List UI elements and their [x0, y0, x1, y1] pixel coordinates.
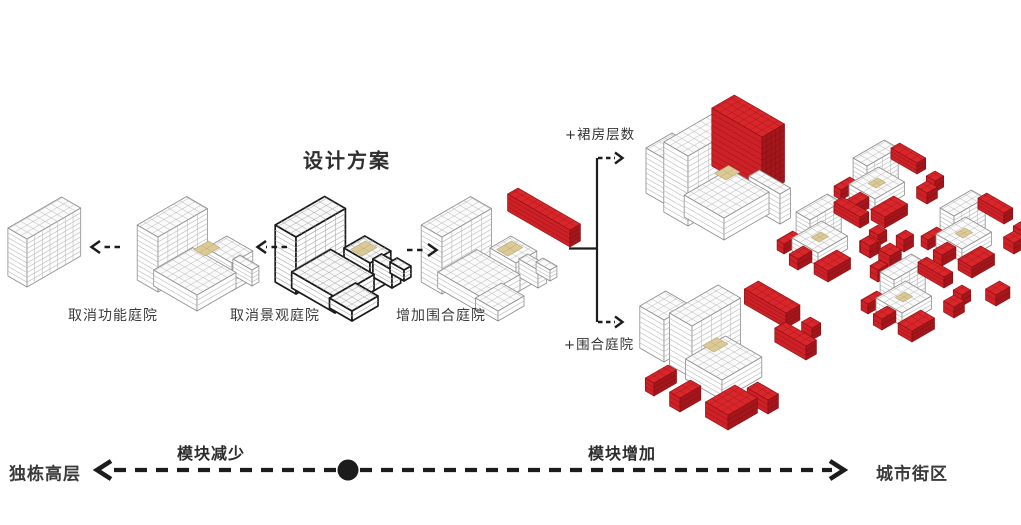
label-axis-urban-block: 城市街区	[876, 464, 948, 485]
arrow-right-1	[407, 242, 439, 258]
branch-connector	[569, 158, 599, 322]
axis-arrow-right	[360, 459, 849, 481]
axis-arrow-left	[92, 459, 336, 481]
building-enclosed-courtyard-result	[639, 280, 822, 431]
diagram-title: 设计方案	[303, 148, 391, 173]
building-urban-block-cluster	[776, 139, 1021, 343]
label-axis-module-increase: 模块增加	[587, 444, 657, 463]
branch-arrow-bottom	[598, 315, 625, 329]
label-axis-module-decrease: 模块减少	[176, 444, 246, 463]
label-branch-enclosed-courtyard: +围合庭院	[563, 337, 635, 353]
label-axis-standalone-highrise: 独栋高层	[9, 464, 81, 485]
arrow-left-1	[89, 239, 120, 255]
building-podium-floors-result	[645, 94, 791, 241]
arrow-left-2	[255, 239, 287, 255]
label-branch-podium-floors: +裙房层数	[564, 127, 636, 143]
building-add-enclosed-courtyard	[420, 187, 581, 322]
label-cancel-landscape-courtyard: 取消景观庭院	[230, 308, 320, 324]
label-cancel-functional-courtyard: 取消功能庭院	[68, 308, 158, 324]
label-add-enclosed-courtyard: 增加围合庭院	[396, 308, 486, 324]
building-standalone-tower	[7, 196, 82, 288]
building-cancel-functional-courtyard	[136, 196, 260, 312]
building-design-scheme	[274, 195, 412, 322]
branch-arrow-top	[598, 151, 625, 165]
axis-origin-dot	[337, 459, 359, 481]
